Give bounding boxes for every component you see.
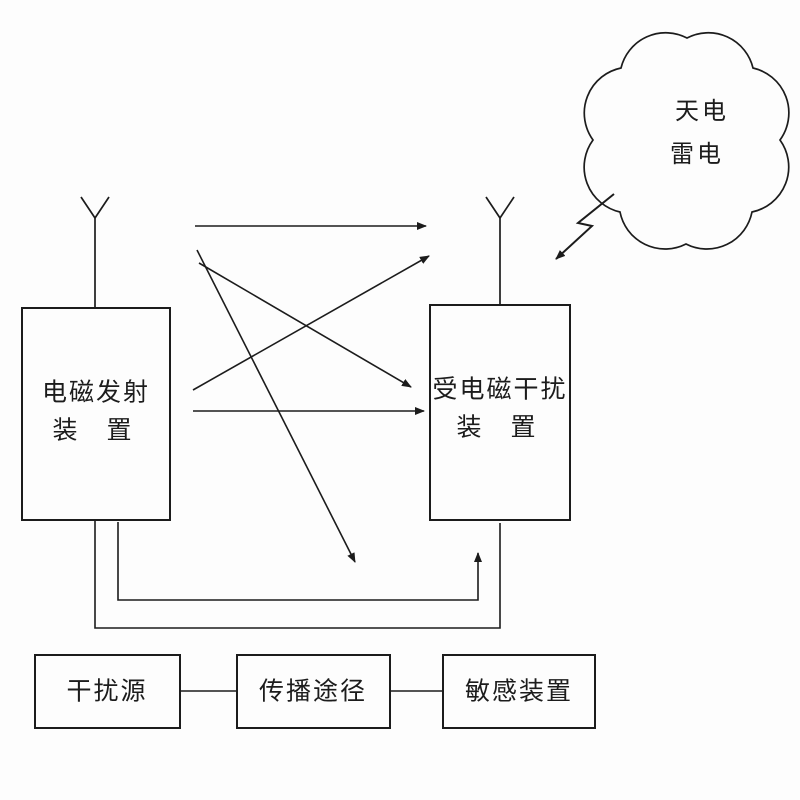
emitter-antenna-icon bbox=[80, 196, 110, 308]
coupling-arrow-long-diagonal bbox=[196, 249, 356, 563]
cloud-label-line1: 天电 bbox=[675, 98, 729, 125]
receiver-label-line2: 装 置 bbox=[456, 414, 537, 442]
conducted-path-inner bbox=[117, 522, 482, 601]
cloud-label-line2: 雷电 bbox=[670, 141, 724, 168]
emitter-label-line1: 电磁发射 bbox=[42, 379, 150, 407]
receiver-antenna-icon bbox=[485, 196, 515, 305]
radiated-coupling-arrows bbox=[192, 222, 430, 563]
conducted-path-outer bbox=[94, 520, 501, 629]
lightning-arrow bbox=[555, 193, 615, 260]
cloud-group: 天电 雷电 bbox=[583, 31, 790, 250]
receiver-label-line1: 受电磁干扰 bbox=[432, 376, 567, 404]
receiver-box: 受电磁干扰 装 置 bbox=[429, 304, 571, 521]
emitter-box: 电磁发射 装 置 bbox=[21, 307, 171, 521]
emitter-label-line2: 装 置 bbox=[52, 417, 133, 445]
sensitive-box-label: 敏感装置 bbox=[465, 678, 573, 706]
sensitive-box bbox=[442, 654, 596, 729]
source-box-label: 干扰源 bbox=[66, 678, 147, 706]
source-box bbox=[34, 654, 181, 729]
coupling-arrow-mid-diagonal bbox=[198, 262, 412, 388]
path-box-label: 传播途径 bbox=[259, 678, 367, 706]
coupling-arrow-cross-up bbox=[192, 255, 430, 391]
conducted-coupling-paths bbox=[94, 520, 501, 629]
path-box bbox=[236, 654, 391, 729]
interference-chain: 干扰源 传播途径 敏感装置 bbox=[34, 654, 596, 729]
cloud-shape bbox=[583, 31, 790, 250]
